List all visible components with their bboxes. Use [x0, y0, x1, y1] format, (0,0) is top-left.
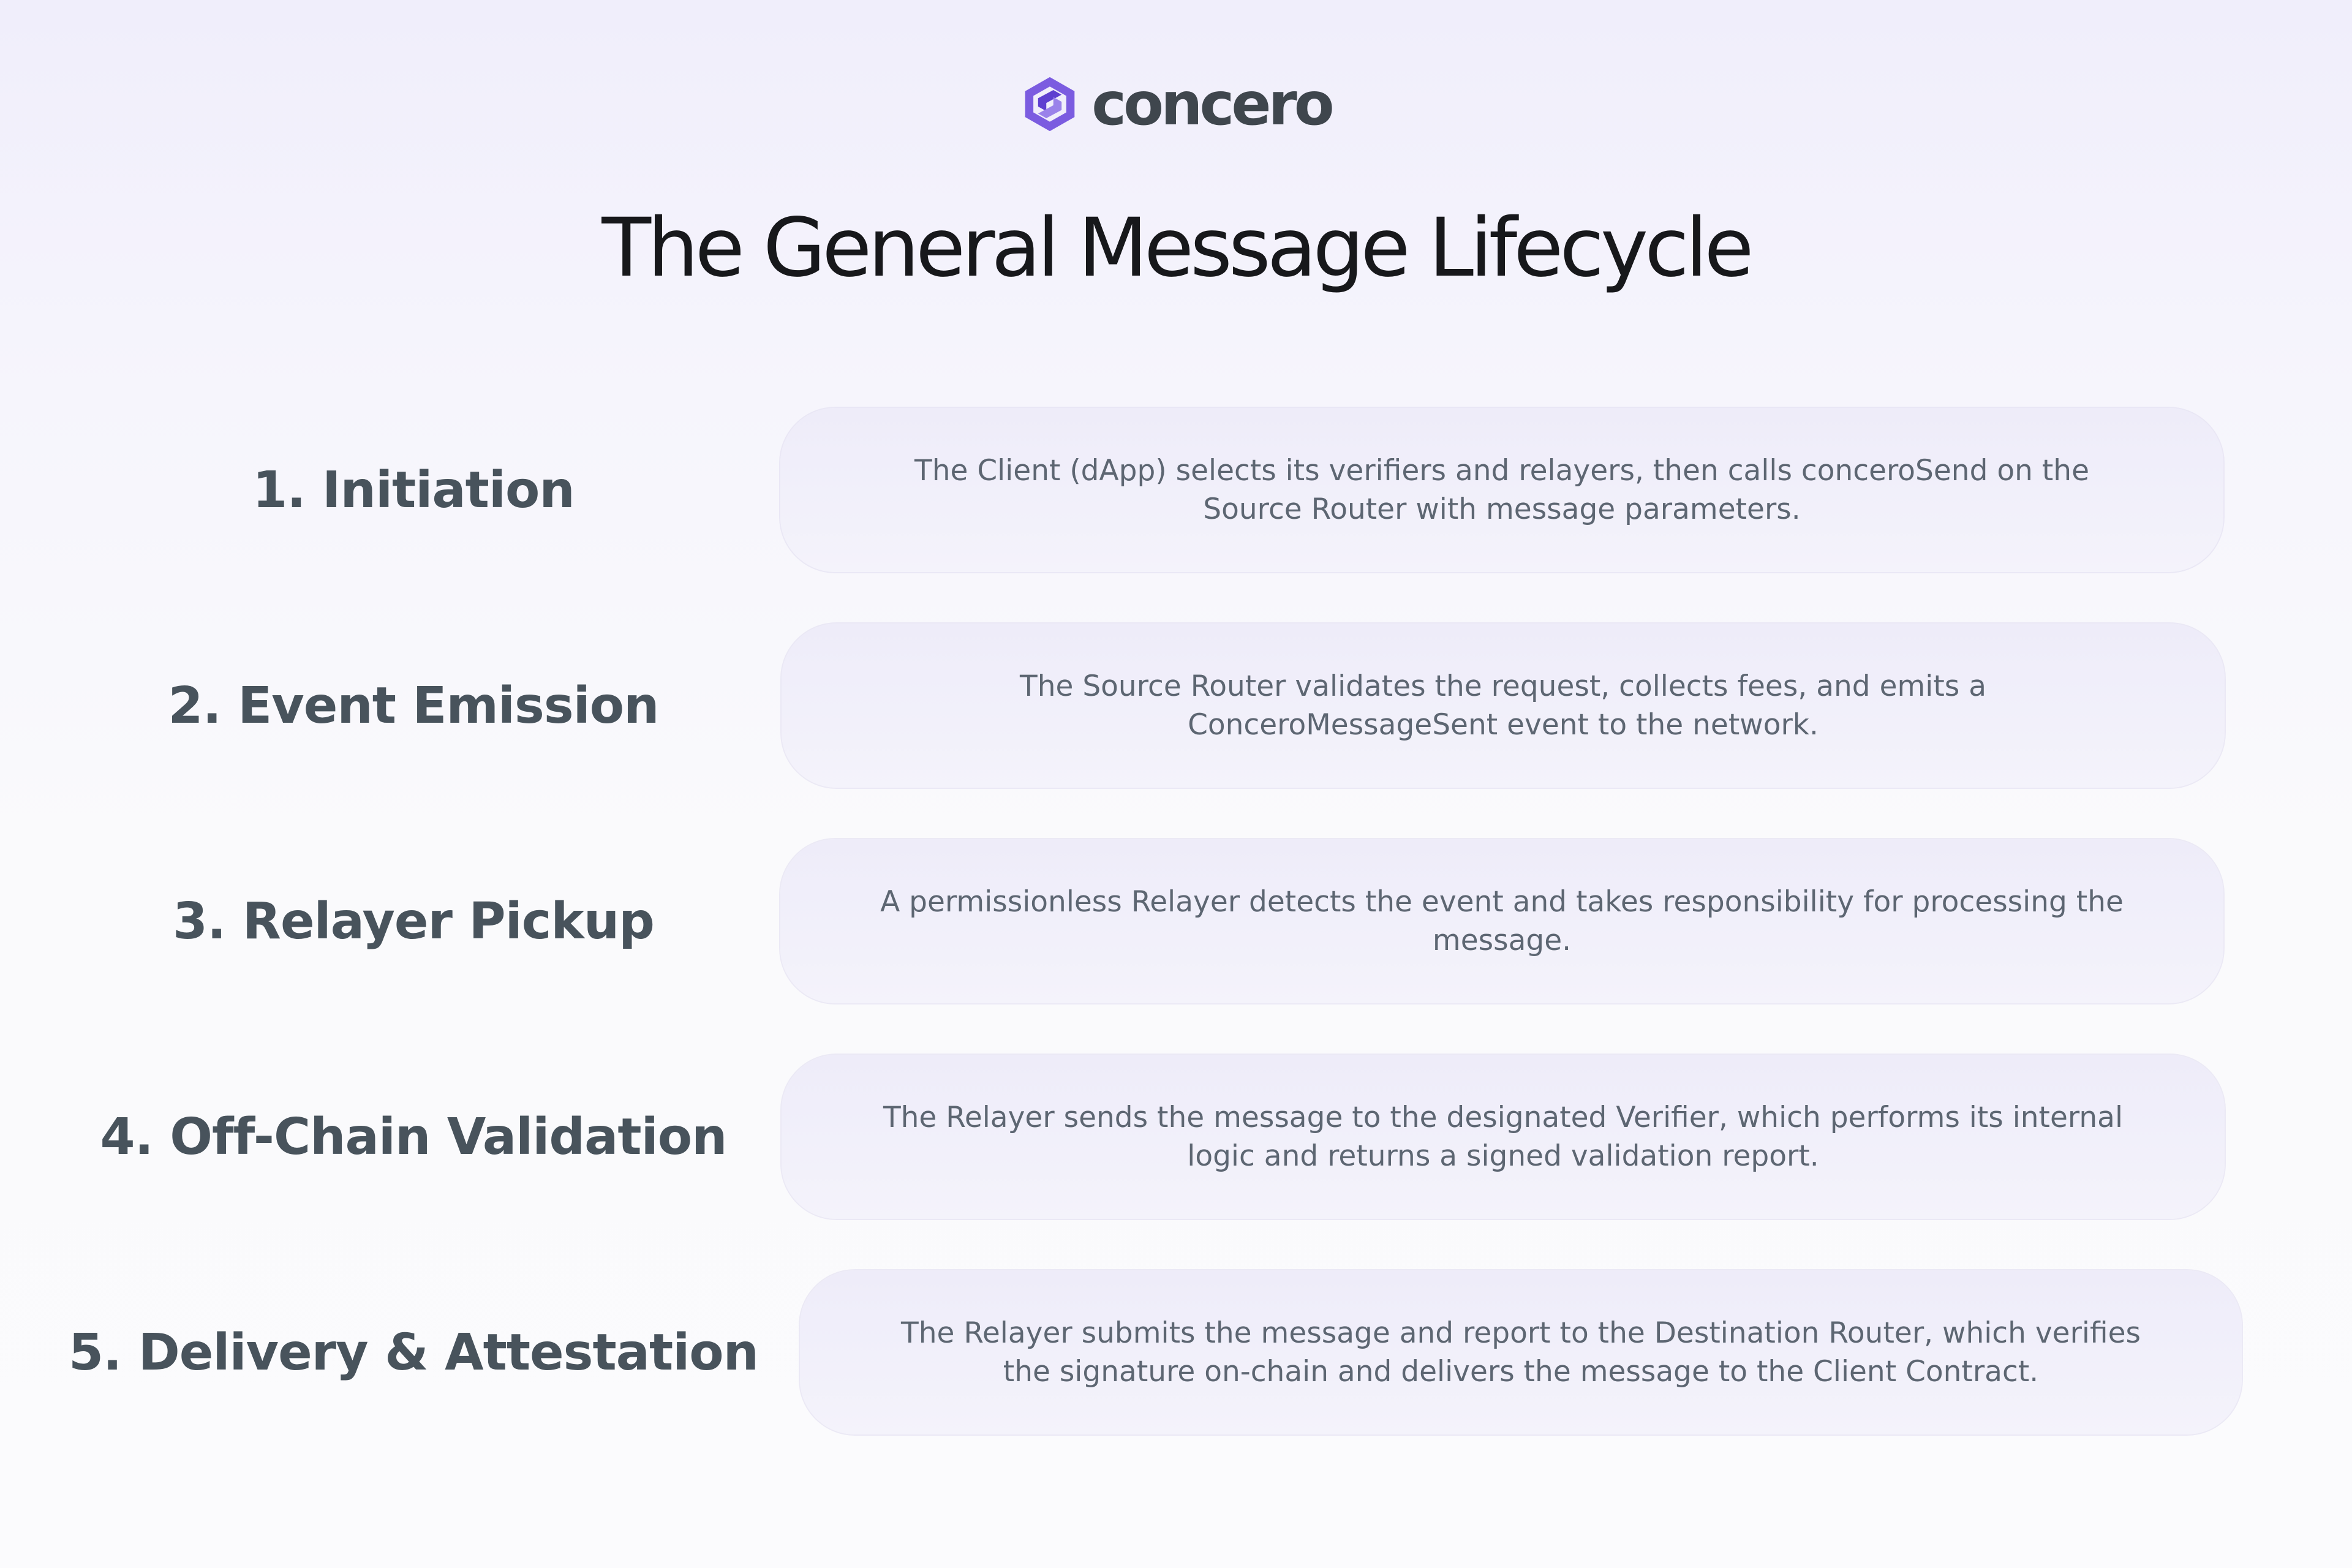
step-card: The Relayer sends the message to the des… [782, 1055, 2225, 1219]
step-label: 1. Initiation [252, 461, 575, 519]
step-delivery-attestation: 5. Delivery & Attestation The Relayer su… [0, 1270, 2352, 1434]
step-description: A permissionless Relayer detects the eve… [880, 885, 2124, 957]
header-logo: concero [0, 55, 2352, 153]
step-label: 5. Delivery & Attestation [68, 1323, 759, 1382]
brand-name: concero [1091, 70, 1335, 138]
step-description: The Relayer sends the message to the des… [883, 1101, 2124, 1173]
page-title: The General Message Lifecycle [601, 201, 1754, 295]
concero-logo-icon [1025, 77, 1075, 132]
step-card: The Relayer submits the message and repo… [800, 1270, 2242, 1434]
step-event-emission: 2. Event Emission The Source Router vali… [0, 624, 2352, 788]
step-label: 4. Off-Chain Validation [100, 1107, 728, 1166]
step-description: The Source Router validates the request,… [1019, 669, 1986, 742]
step-card: The Source Router validates the request,… [782, 624, 2225, 788]
step-label: 3. Relayer Pickup [173, 892, 655, 951]
step-initiation: 1. Initiation The Client (dApp) selects … [0, 408, 2352, 572]
logo-group: concero [1020, 70, 1335, 138]
step-description: The Relayer submits the message and repo… [900, 1316, 2141, 1389]
step-off-chain-validation: 4. Off-Chain Validation The Relayer send… [0, 1055, 2352, 1219]
step-card: A permissionless Relayer detects the eve… [780, 839, 2223, 1003]
step-label: 2. Event Emission [168, 676, 660, 735]
step-relayer-pickup: 3. Relayer Pickup A permissionless Relay… [0, 839, 2352, 1003]
step-card: The Client (dApp) selects its verifiers … [780, 408, 2223, 572]
step-description: The Client (dApp) selects its verifiers … [914, 454, 2089, 526]
